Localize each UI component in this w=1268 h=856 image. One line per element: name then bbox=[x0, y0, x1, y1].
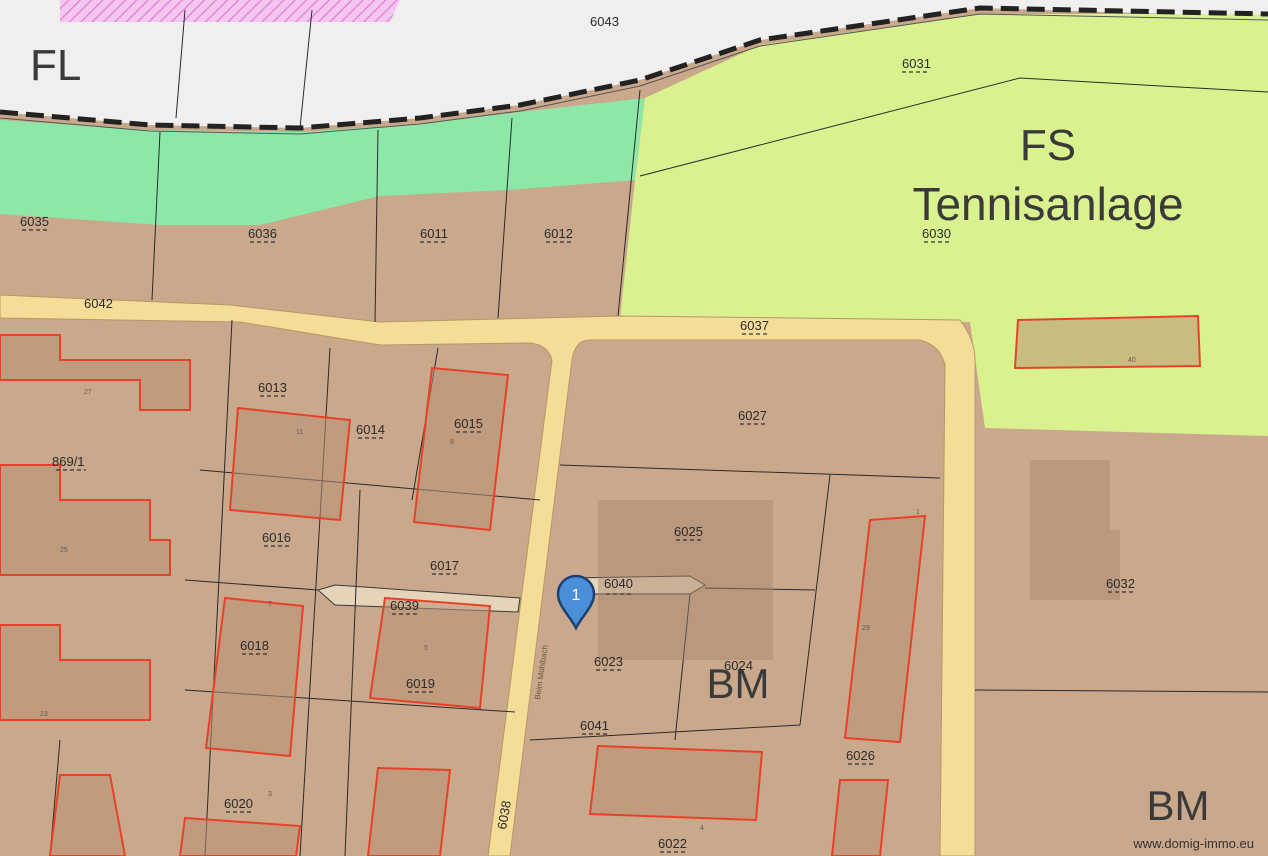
watermark: www.domig-immo.eu bbox=[1132, 836, 1254, 851]
parcel-6017: 6017 bbox=[430, 558, 459, 573]
building-number-27: 27 bbox=[84, 389, 92, 396]
parcel-6024: 6024 bbox=[724, 658, 753, 673]
hatched-area bbox=[60, 0, 400, 22]
parcel-6030: 6030 bbox=[922, 226, 951, 241]
parcel-underlines bbox=[22, 71, 1134, 853]
building-outlines bbox=[0, 314, 1202, 856]
zone-label-fs: FS bbox=[1020, 121, 1076, 170]
zone-label-bm-right: BM bbox=[1147, 782, 1210, 829]
parcel-6022: 6022 bbox=[658, 836, 687, 851]
parcel-6040: 6040 bbox=[604, 576, 633, 591]
parcel-6012: 6012 bbox=[544, 226, 573, 241]
building-number-29: 29 bbox=[862, 625, 870, 632]
parcel-6039: 6039 bbox=[390, 598, 419, 613]
parcel-6014: 6014 bbox=[356, 422, 385, 437]
parcel-6013: 6013 bbox=[258, 380, 287, 395]
location-marker[interactable]: 1 bbox=[556, 574, 596, 631]
green-zone bbox=[0, 98, 645, 225]
building-number-3: 3 bbox=[268, 791, 272, 798]
parcel-6015: 6015 bbox=[454, 416, 483, 431]
building-number-40: 40 bbox=[1128, 357, 1136, 364]
building-number-7: 7 bbox=[268, 601, 272, 608]
parcel-6023: 6023 bbox=[594, 654, 623, 669]
parcel-6038: 6038 bbox=[494, 799, 514, 830]
boundary-dashed-line bbox=[0, 5, 1268, 131]
parcel-869-1: 869/1 bbox=[52, 454, 85, 469]
parcel-6016: 6016 bbox=[262, 530, 291, 545]
parcel-6018: 6018 bbox=[240, 638, 269, 653]
parcel-6031: 6031 bbox=[902, 56, 931, 71]
building-number-4: 4 bbox=[700, 825, 704, 832]
parcel-6035: 6035 bbox=[20, 214, 49, 229]
road-network bbox=[0, 294, 976, 856]
parcel-numbers: 6043 6031 6030 6035 6036 6011 6012 6042 … bbox=[20, 14, 1135, 851]
parcel-6011: 6011 bbox=[420, 226, 448, 241]
free-land-zone bbox=[0, 0, 1268, 128]
zone-label-fl: FL bbox=[30, 41, 81, 90]
building-numbers: 27 11 9 25 7 5 3 29 23 40 4 1 bbox=[40, 357, 1136, 832]
building-footprints bbox=[598, 460, 1120, 660]
building-number-9: 9 bbox=[450, 439, 454, 446]
building-number-1: 1 bbox=[916, 509, 920, 516]
parcel-6027: 6027 bbox=[738, 408, 767, 423]
marker-label: 1 bbox=[572, 587, 581, 604]
parcel-boundaries bbox=[49, 9, 1268, 856]
parcel-6037: 6037 bbox=[740, 318, 769, 333]
zone-label-bm-center: BM bbox=[707, 660, 770, 707]
parcel-6026: 6026 bbox=[846, 748, 875, 763]
parcel-6036: 6036 bbox=[248, 226, 277, 241]
building-number-23: 23 bbox=[40, 711, 48, 718]
parcel-6042: 6042 bbox=[84, 296, 113, 311]
map-pin-icon[interactable] bbox=[556, 574, 596, 631]
building-number-25: 25 bbox=[60, 547, 68, 554]
parcel-6019: 6019 bbox=[406, 676, 435, 691]
building-number-11: 11 bbox=[296, 429, 303, 436]
building-number-5: 5 bbox=[424, 645, 428, 652]
parcel-6032: 6032 bbox=[1106, 576, 1135, 591]
boundary-line bbox=[0, 13, 1268, 135]
parcel-6041: 6041 bbox=[580, 718, 609, 733]
parcel-6020: 6020 bbox=[224, 796, 253, 811]
zone-label-tennisanlage: Tennisanlage bbox=[912, 178, 1183, 230]
parcel-6025: 6025 bbox=[674, 524, 703, 539]
parcel-6043: 6043 bbox=[590, 14, 619, 29]
